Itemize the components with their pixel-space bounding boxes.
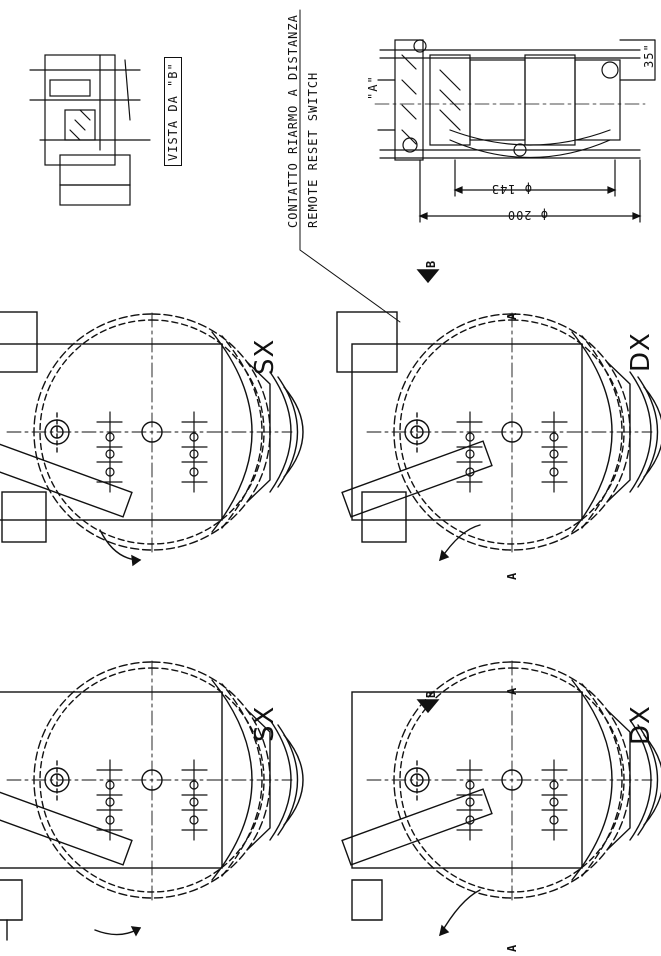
callout-leader xyxy=(299,9,401,323)
a-label-bottom-right: A xyxy=(505,687,519,695)
a-label-bottom-left: A xyxy=(505,944,519,952)
detail-b-label: VISTA DA "B" xyxy=(164,57,182,166)
rotation-arrow-br xyxy=(439,889,481,936)
dim-35: 35" xyxy=(642,43,656,68)
b-arrow-tr xyxy=(416,269,440,284)
b-label-top: B xyxy=(424,260,438,268)
view-top-left xyxy=(0,311,304,553)
dim-phi-200: ϕ 200 xyxy=(506,208,548,222)
view-bottom-left xyxy=(0,659,304,941)
a-label-top-right-upper: A xyxy=(505,312,519,320)
b-arrow-br xyxy=(416,699,440,714)
detail-b-drawing xyxy=(29,54,151,206)
view-bottom-right xyxy=(341,659,661,921)
callout-line1: CONTATTO RIARMO A DISTANZA xyxy=(286,14,300,228)
callout-line2: REMOTE RESET SWITCH xyxy=(306,71,320,228)
view-label-sx-bottom: SX xyxy=(250,705,280,742)
section-drawing xyxy=(374,39,656,223)
view-label-dx-top: DX xyxy=(626,332,656,372)
view-top-right xyxy=(336,311,661,553)
view-label-dx-bottom: DX xyxy=(626,705,656,745)
dim-phi-143: ϕ 143 xyxy=(490,182,532,196)
section-label-a: "A" xyxy=(366,75,380,100)
view-label-sx-top: SX xyxy=(250,338,280,375)
b-label-bottom: B xyxy=(424,690,438,698)
a-label-top-right-lower: A xyxy=(505,572,519,580)
